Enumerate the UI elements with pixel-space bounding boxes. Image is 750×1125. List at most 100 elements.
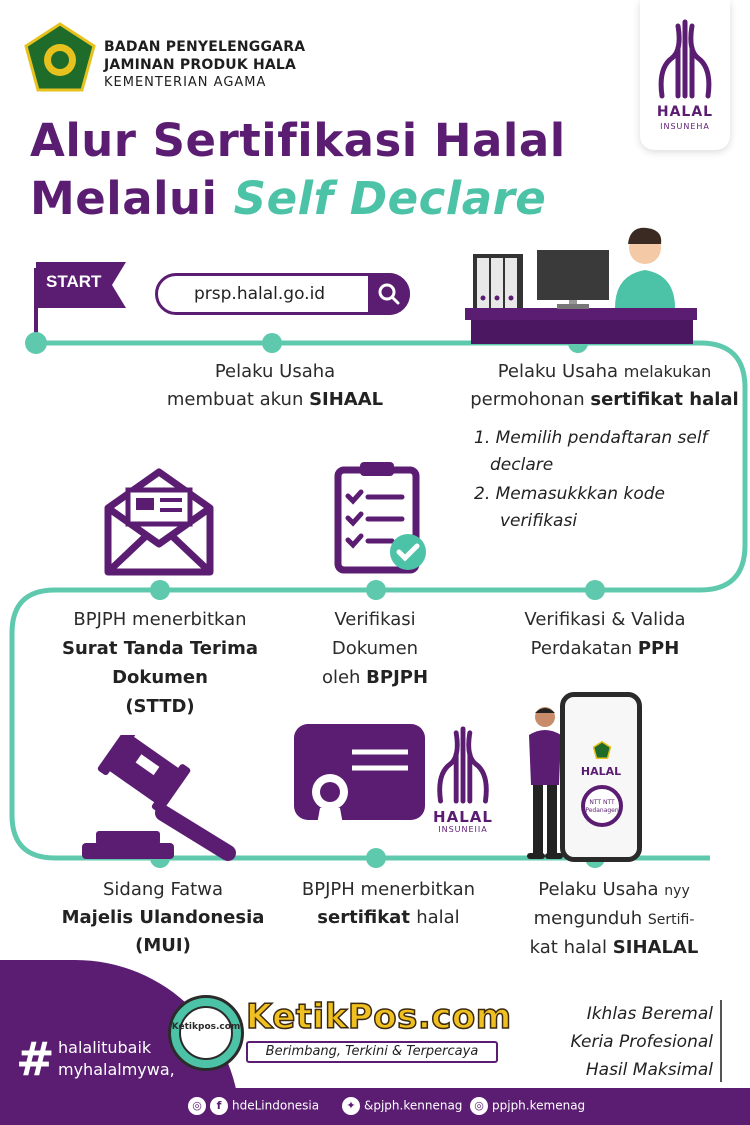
step-2-sub-1b: declare [490, 455, 554, 475]
step-5-line-1: BPJPH menerbitkan [73, 609, 247, 630]
motto-2: Keria Profesional [570, 1032, 713, 1052]
org-name: BADAN PENYELENGGARA JAMINAN PRODUK HALA … [104, 38, 305, 92]
cert-logo-sub: INSUNEIIA [438, 825, 488, 834]
gavel-icon [82, 735, 236, 861]
step-8-line-2a: mengunduh [533, 908, 648, 929]
step-5-line-3b: Dokumen [112, 667, 208, 688]
start-label: START [46, 272, 102, 291]
phone-badge-text: NTT NTT Pedanagen [585, 799, 619, 814]
motto-3: Hasil Maksimal [585, 1060, 713, 1080]
person-illustration [527, 707, 563, 859]
step-1-line-2a: membuat akun [166, 389, 310, 410]
halal-mark-icon [437, 726, 489, 804]
step-2-sub-2b: verifikasi [500, 511, 578, 531]
step-4-line-2: Dokumen [331, 638, 419, 659]
hashtag-line-2: myhalalmywa, [58, 1060, 175, 1079]
kemenag-mini-logo [593, 741, 611, 759]
social-twitter-handle: &pjph.kennenag [364, 1098, 463, 1113]
step-2-line-2a: permohonan [470, 389, 591, 410]
social-facebook[interactable]: ◎f hdeLindonesia [188, 1097, 319, 1115]
social-twitter[interactable]: ✦&pjph.kennenag [342, 1097, 462, 1115]
step-6-line-3b: (MUI) [135, 935, 191, 956]
step-8-line-1b: nyy [664, 883, 690, 899]
motto-1: Ikhlas Beremal [586, 1004, 713, 1024]
motto: Ikhlas Beremal Keria Profesional Hasil M… [545, 1000, 713, 1084]
step-5-line-4: (STTD) [30, 692, 290, 721]
halal-mark-icon [658, 19, 712, 99]
step-4-line-1: Verifikasi [334, 609, 416, 630]
org-line-2: JAMINAN PRODUK HALA [104, 57, 297, 73]
step-3-line-2: Perdakatan PPH [490, 634, 720, 663]
halal-logo-text: HALAL [656, 104, 714, 120]
path-node [366, 848, 386, 868]
ketikpos-badge-text: Ketikpos.com [171, 1022, 241, 1032]
path-node [366, 580, 386, 600]
step-6-line-2b: Majelis Ulandonesia [61, 907, 265, 928]
step-6-text: Sidang Fatwa Majelis Ulandonesia (MUI) [38, 876, 288, 960]
facebook-icon: f [210, 1097, 228, 1115]
office-desk-illustration [465, 227, 697, 344]
step-5-line-2b: Surat Tanda Terima [62, 638, 258, 659]
step-3-line-2b: PPH [637, 638, 680, 659]
social-instagram[interactable]: ◎ppjph.kemenag [470, 1097, 585, 1115]
instagram-icon: ◎ [188, 1097, 206, 1115]
path-node [25, 332, 47, 354]
step-4-line-3b: BPJPH [366, 667, 429, 688]
step-1-line-1: Pelaku Usaha [214, 361, 336, 382]
step-2-line-1b: melakukan [623, 362, 712, 381]
step-7-text: BPJPH menerbitkan sertifikat halal [276, 876, 501, 932]
path-node [585, 580, 605, 600]
page-title: Alur Sertifikasi Halal Melalui Self Decl… [30, 112, 566, 228]
step-6-line-3: (MUI) [38, 932, 288, 960]
step-8-line-3b: SIHALAL [612, 937, 699, 958]
step-2-line-2: permohonan sertifikat halal [462, 386, 747, 414]
envelope-icon [104, 468, 214, 576]
step-1-line-2: membuat akun SIHAAL [140, 386, 410, 414]
title-accent: Self Declare [233, 172, 547, 225]
step-8-line-1a: Pelaku Usaha [538, 879, 665, 900]
ketikpos-tagline: Berimbang, Terkini & Terpercaya [246, 1041, 498, 1063]
step-2-sublist: 1. Memilih pendaftaran self declare 2. M… [474, 425, 744, 535]
step-8-line-3a: kat halal [529, 937, 613, 958]
checklist-icon [334, 462, 426, 574]
step-2-sub-1a: 1. Memilih pendaftaran self [474, 428, 708, 448]
certificate-halal-logo: HALAL INSUNEIIA [428, 725, 498, 835]
step-5-line-3: Dokumen [30, 663, 290, 692]
path-node [262, 333, 282, 353]
step-1-line-2b: SIHAAL [309, 389, 384, 410]
hashtag-line-1: halalitubaik [58, 1038, 152, 1057]
step-7-line-2: sertifikat halal [276, 904, 501, 932]
step-5-line-4b: (STTD) [125, 696, 195, 717]
step-2-sub-2a: 2. Memasukkkan kode [474, 484, 665, 504]
step-8-line-2b: Sertifi- [647, 912, 695, 928]
ketikpos-name: KetikPos.com [245, 996, 512, 1038]
step-7-line-2a: sertifikat [317, 907, 417, 928]
hashtag-symbol: # [16, 1032, 55, 1086]
instagram-icon: ◎ [470, 1097, 488, 1115]
step-6-line-1: Sidang Fatwa [103, 879, 223, 900]
search-button[interactable] [368, 273, 410, 315]
title-line-2: Melalui Self Declare [30, 170, 566, 228]
halal-indonesia-logo: HALAL INSUNEHA [640, 0, 730, 150]
step-2-text: Pelaku Usaha melakukan permohonan sertif… [462, 358, 747, 414]
social-facebook-handle: hdeLindonesia [232, 1098, 320, 1113]
step-4-line-3a: oleh [321, 667, 367, 688]
step-7-line-1: BPJPH menerbitkan [301, 879, 476, 900]
ketikpos-brand: Ketikpos.com KetikPos.com Berimbang, Ter… [168, 993, 512, 1073]
step-2-line-2b: sertifikat halal [590, 389, 739, 410]
cert-logo-text: HALAL [433, 808, 493, 826]
path-node [150, 580, 170, 600]
step-8-text: Pelaku Usaha nyy mengunduh Sertifi- kat … [500, 876, 728, 962]
step-3-line-2a: Perdakatan [530, 638, 638, 659]
step-8-line-3: kat halal SIHALAL [500, 934, 728, 962]
url-search-box[interactable]: prsp.halal.go.id [155, 273, 410, 315]
step-1-text: Pelaku Usaha membuat akun SIHAAL [140, 358, 410, 414]
org-line-1: BADAN PENYELENGGARA [104, 39, 306, 55]
phone-halal-text: HALAL [580, 765, 622, 778]
ketikpos-badge: Ketikpos.com [168, 995, 244, 1071]
step-3-text: Verifikasi & Valida Perdakatan PPH [490, 605, 720, 663]
step-5-text: BPJPH menerbitkan Surat Tanda Terima Dok… [30, 605, 290, 721]
url-text: prsp.halal.go.id [194, 284, 326, 304]
title-prefix: Melalui [30, 172, 234, 225]
step-8-line-1: Pelaku Usaha nyy [500, 876, 728, 905]
